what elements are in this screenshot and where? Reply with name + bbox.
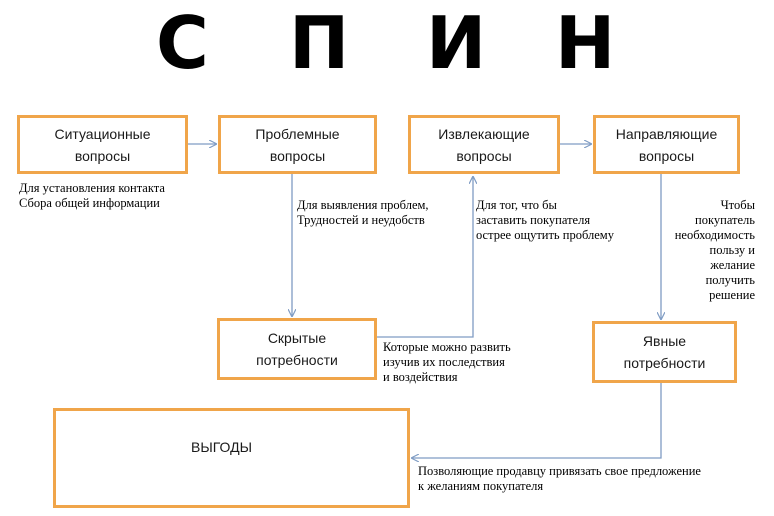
box-problem-label: Проблемные вопросы [255,125,340,164]
note-problem: Для выявления проблем, Трудностей и неуд… [297,198,429,227]
box-hidden-needs: Скрытые потребности [217,318,377,380]
note-explicit-needs: Позволяющие продавцу привязать свое пред… [418,464,701,493]
box-extracting-label: Извлекающие вопросы [438,125,530,164]
arrow-hidden-to-extracting [377,177,473,338]
title-letter-s: С [156,1,209,85]
note-extracting: Для тог, что бы заставить покупателя ост… [476,198,614,242]
box-benefits: ВЫГОДЫ [53,408,410,508]
box-benefits-label: ВЫГОДЫ [191,439,252,455]
box-hidden-needs-label: Скрытые потребности [256,330,338,368]
arrow-explicit-to-benefits [412,383,662,458]
box-directing-label: Направляющие вопросы [615,125,718,164]
title-spin: С П И Н [0,0,774,86]
note-situational: Для установления контакта Сбора общей ин… [19,181,165,210]
box-problem-questions: Проблемные вопросы [218,115,377,174]
title-letter-n: Н [555,1,616,85]
note-hidden-needs: Которые можно развить изучив их последст… [383,340,511,384]
title-letter-i: И [426,1,487,85]
box-extracting-questions: Извлекающие вопросы [408,115,560,174]
box-situational-label: Ситуационные вопросы [54,125,151,164]
box-explicit-needs: Явные потребности [592,321,737,383]
note-directing: Чтобы покупатель необходимость пользу и … [674,198,755,302]
box-situational-questions: Ситуационные вопросы [17,115,188,174]
box-directing-questions: Направляющие вопросы [593,115,740,174]
title-letter-p: П [289,1,350,85]
box-explicit-needs-label: Явные потребности [623,333,706,371]
